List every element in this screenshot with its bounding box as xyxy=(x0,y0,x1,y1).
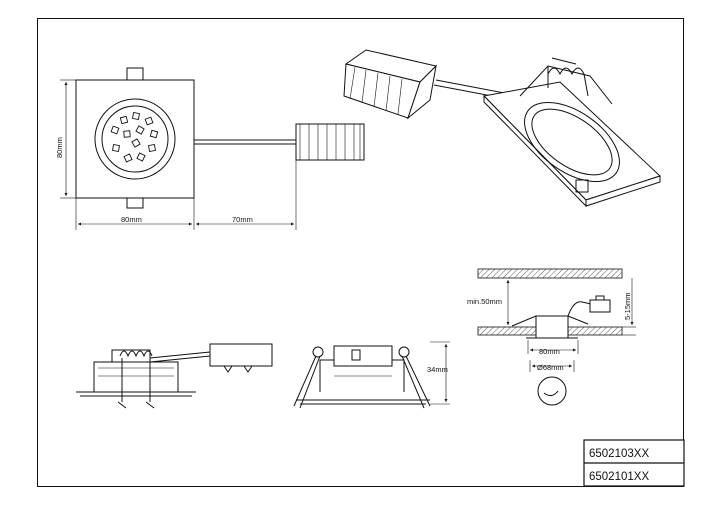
side-view xyxy=(76,343,273,409)
led-bezel xyxy=(94,98,176,180)
isometric-view xyxy=(343,49,661,208)
height-dimension-label: 80mm xyxy=(55,137,64,158)
square-frame xyxy=(75,79,195,199)
cutout-circle xyxy=(537,376,567,406)
frame-width-label: 80mm xyxy=(539,347,560,356)
driver-box xyxy=(295,123,365,161)
title-block: 6502103XX 6502101XX xyxy=(583,439,685,487)
side-driver xyxy=(209,343,273,367)
width-dimension-label: 80mm xyxy=(121,215,142,224)
upper-ceiling xyxy=(477,268,623,279)
installation-section: min.50mm 5-15mm 80mm Ø68mm xyxy=(467,268,636,406)
drawing-frame xyxy=(37,18,684,487)
driver-box-ribs xyxy=(299,124,361,160)
iso-plate xyxy=(482,81,661,201)
front-view: 34mm xyxy=(293,341,450,409)
iso-spring xyxy=(547,57,589,97)
ceiling-thickness-label: 5-15mm xyxy=(623,292,632,320)
front-height-label: 34mm xyxy=(427,365,448,374)
led-lens xyxy=(101,105,169,173)
part-number-2: 6502101XX xyxy=(589,471,649,483)
led-chips xyxy=(110,112,159,163)
top-view: 80mm 80mm 70mm xyxy=(55,67,365,230)
spring-clip-top xyxy=(126,67,144,81)
spring-clip-bottom xyxy=(126,197,144,209)
cutout-diameter-label: Ø68mm xyxy=(537,363,564,372)
side-spring xyxy=(117,350,155,409)
ceiling-gap-label: min.50mm xyxy=(467,297,502,306)
cable-dimension-label: 70mm xyxy=(232,215,253,224)
part-number-1: 6502103XX xyxy=(589,448,649,460)
